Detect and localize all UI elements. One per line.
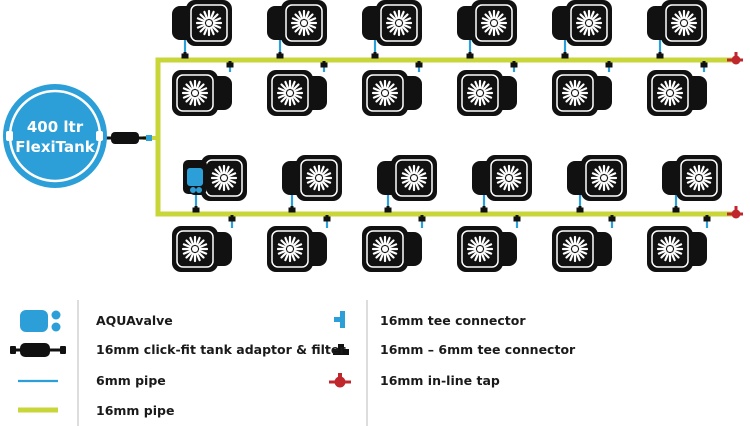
flexitank: 400 ltr FlexiTank (3, 84, 107, 188)
legend-adaptor-label: 16mm click-fit tank adaptor & filter (96, 342, 346, 357)
in-line-tap-icon (727, 52, 743, 219)
tee-connectors (181, 52, 711, 222)
pot-row-4 (172, 226, 707, 272)
legend-pipe-6mm-label: 6mm pipe (96, 373, 166, 388)
legend-tee-16mm-label: 16mm tee connector (380, 313, 526, 328)
tank-capacity-label: 400 ltr (27, 118, 84, 136)
legend-tee-16mm-icon (334, 311, 345, 328)
legend-aquavalve-label: AQUAvalve (96, 313, 173, 328)
legend-tap-icon (329, 373, 351, 388)
legend-tee-6mm-label: 16mm – 6mm tee connector (380, 342, 576, 357)
pot-row-2 (172, 70, 707, 116)
pipe-6mm-branches (183, 40, 709, 228)
legend-dividers (77, 300, 368, 426)
pot-row-1 (172, 0, 707, 46)
legend-tee-6mm-icon (333, 344, 349, 355)
tank-name-label: FlexiTank (15, 138, 95, 156)
legend-tap-label: 16mm in-line tap (380, 373, 500, 388)
legend-pipe-16mm-label: 16mm pipe (96, 403, 175, 418)
pot-row-3 (187, 155, 722, 201)
legend-adaptor-icon (10, 343, 66, 357)
aquavalve-icon (183, 160, 207, 194)
legend-aquavalve-icon (20, 310, 61, 332)
